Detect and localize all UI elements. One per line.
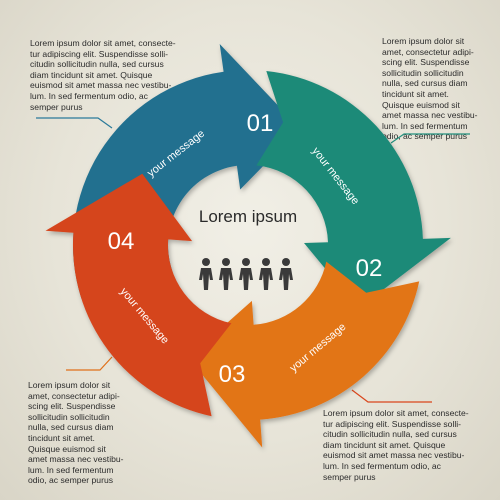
text-line: scing elit. Suspendisse	[382, 57, 470, 68]
text-line: citudin sollicitudin nulla, sed cursus	[323, 429, 457, 440]
person-head	[242, 258, 250, 266]
text-line: euismod sit amet massa nec vestibu-	[323, 450, 465, 461]
text-top-left: Lorem ipsum dolor sit amet, consecte- tu…	[30, 38, 176, 112]
text-line: tur adipiscing elit. Suspendisse solli-	[30, 48, 169, 59]
text-line: odio, ac semper purus	[28, 475, 114, 486]
text-line: diam tincidunt sit amet. Quisque	[30, 69, 153, 80]
segment-number-02: 02	[356, 255, 383, 282]
arrow-segment-02	[256, 71, 451, 309]
text-line: odio, ac semper purus	[382, 131, 468, 142]
segment-number-01: 01	[247, 110, 274, 137]
segment-number-04: 04	[108, 228, 135, 255]
text-line: amet, consectetur adipi-	[28, 390, 120, 401]
text-top-right: Lorem ipsum dolor sit amet, consectetur …	[382, 36, 478, 142]
text-line: Lorem ipsum dolor sit amet, consecte-	[30, 38, 176, 48]
text-line: amet, consectetur adipi-	[382, 46, 474, 57]
text-line: Lorem ipsum dolor sit amet, consecte-	[323, 408, 469, 418]
text-line: Lorem ipsum dolor sit	[382, 36, 465, 46]
text-line: Quisque euismod sit	[382, 99, 460, 110]
callout-line-bottom-right	[351, 389, 432, 403]
text-line: tur adipiscing elit. Suspendisse solli-	[323, 418, 462, 429]
person-body	[219, 268, 233, 290]
person-body	[239, 268, 253, 290]
person-head	[262, 258, 270, 266]
text-line: semper purus	[30, 101, 83, 112]
person-head	[202, 258, 210, 266]
person-body	[199, 268, 213, 290]
text-line: lum. In sed fermentum odio, ac	[30, 90, 148, 101]
text-line: nulla, sed cursus diam	[28, 422, 114, 433]
callout-line-top-right	[390, 133, 470, 144]
text-line: tincidunt sit amet.	[382, 88, 449, 99]
callout-line-bottom-left	[66, 356, 113, 371]
text-line: nulla, sed cursus diam	[382, 78, 468, 89]
text-line: amet massa nec vestibu-	[382, 110, 478, 121]
arrow-segment-04	[45, 173, 232, 417]
person-head	[282, 258, 290, 266]
person-head	[222, 258, 230, 266]
text-line: lum. In sed fermentum	[382, 120, 468, 131]
text-line: Quisque euismod sit	[28, 443, 106, 454]
person-body	[259, 268, 273, 290]
segment-number-03: 03	[219, 361, 246, 388]
text-line: tincidunt sit amet.	[28, 432, 95, 443]
text-line: sollicitudin sollicitudin	[382, 67, 464, 78]
callout-line-top-left	[36, 117, 113, 129]
text-line: semper purus	[323, 471, 376, 482]
text-bottom-right: Lorem ipsum dolor sit amet, consecte- tu…	[323, 408, 469, 482]
text-line: amet massa nec vestibu-	[28, 454, 124, 465]
text-line: scing elit. Suspendisse	[28, 401, 116, 412]
text-line: euismod sit amet massa nec vestibu-	[30, 80, 172, 91]
text-line: diam tincidunt sit amet. Quisque	[323, 439, 446, 450]
text-line: Lorem ipsum dolor sit	[28, 380, 111, 390]
text-line: lum. In sed fermentum	[28, 464, 114, 475]
person-body	[279, 268, 293, 290]
arrow-segment-03	[188, 261, 420, 448]
text-line: sollicitudin sollicitudin	[28, 411, 110, 422]
text-line: lum. In sed fermentum odio, ac	[323, 460, 441, 471]
text-bottom-left: Lorem ipsum dolor sit amet, consectetur …	[28, 380, 124, 486]
people-icon	[199, 258, 293, 290]
text-line: citudin sollicitudin nulla, sed cursus	[30, 59, 164, 70]
center-title: Lorem ipsum	[199, 207, 297, 226]
